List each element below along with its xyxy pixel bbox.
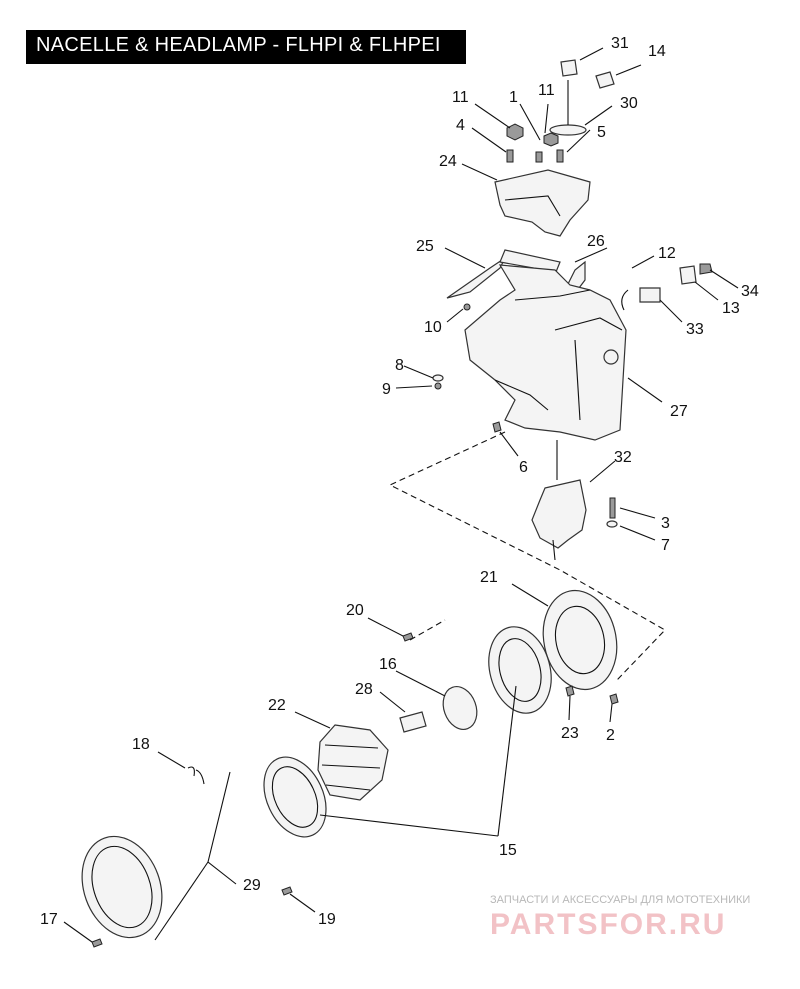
callout-11-left: 11	[452, 89, 469, 106]
part-15-retaining-ring	[263, 756, 327, 838]
callout-26: 26	[587, 233, 605, 250]
part-32-bracket	[531, 479, 587, 549]
callout-20: 20	[346, 602, 364, 619]
part-24-upper-cover	[494, 169, 591, 237]
callout-24: 24	[439, 153, 457, 170]
part-7-washer	[606, 520, 618, 528]
part-21-mounting-ring	[542, 589, 618, 691]
part-12-clip	[621, 289, 629, 311]
callout-31: 31	[611, 35, 629, 52]
callout-12: 12	[658, 245, 676, 262]
part-33-switch	[639, 287, 661, 303]
callout-15: 15	[499, 842, 517, 859]
part-5-screw	[556, 149, 564, 163]
part-17-screw	[91, 938, 103, 948]
callout-4: 4	[456, 117, 465, 134]
diagram-title: NACELLE & HEADLAMP - FLHPI & FLHPEI	[36, 34, 441, 56]
callout-6: 6	[519, 459, 528, 476]
callout-14: 14	[648, 43, 666, 60]
part-11-nut-right	[543, 132, 559, 147]
part-23-screw	[565, 685, 575, 697]
part-34-nut	[699, 263, 713, 275]
part-19-screw	[281, 886, 293, 896]
part-1-screw	[535, 151, 543, 163]
callout-19: 19	[318, 911, 336, 928]
part-31-clip	[560, 59, 578, 77]
part-3-screw	[609, 497, 616, 519]
part-28-bulb	[399, 711, 427, 733]
callout-29: 29	[243, 877, 261, 894]
callout-27: 27	[670, 403, 688, 420]
callout-9: 9	[382, 381, 391, 398]
part-9-nut	[434, 382, 442, 390]
title-bar: NACELLE & HEADLAMP - FLHPI & FLHPEI	[26, 30, 466, 64]
part-27-nacelle	[464, 264, 627, 441]
callout-33: 33	[686, 321, 704, 338]
callout-22: 22	[268, 697, 286, 714]
callout-2: 2	[606, 727, 615, 744]
part-8-washer	[432, 374, 444, 382]
callout-32: 32	[614, 449, 632, 466]
part-14-clip	[595, 71, 615, 89]
watermark-subtitle: ЗАПЧАСТИ И АКСЕССУАРЫ ДЛЯ МОТОТЕХНИКИ	[490, 894, 751, 906]
part-2-screw	[609, 693, 619, 705]
callout-8: 8	[395, 357, 404, 374]
part-16-socket	[442, 686, 478, 730]
part-10-nut	[463, 303, 471, 311]
callout-7: 7	[661, 537, 670, 554]
callout-10: 10	[424, 319, 442, 336]
part-18-clip	[187, 766, 205, 785]
part-6-screw	[492, 421, 502, 433]
callout-17: 17	[40, 911, 58, 928]
watermark-logo: PARTSFOR.RU	[490, 908, 727, 941]
callout-5: 5	[597, 124, 606, 141]
part-4-screw	[506, 149, 514, 163]
callout-23: 23	[561, 725, 579, 742]
callout-28: 28	[355, 681, 373, 698]
callout-13: 13	[722, 300, 740, 317]
callout-30: 30	[620, 95, 638, 112]
callout-11-right: 11	[538, 82, 555, 99]
part-20-screw	[402, 632, 414, 642]
callout-34: 34	[741, 283, 759, 300]
callout-1: 1	[509, 89, 518, 106]
part-30-washer	[549, 124, 587, 136]
callout-18: 18	[132, 736, 150, 753]
callout-3: 3	[661, 515, 670, 532]
callout-21: 21	[480, 569, 498, 586]
part-13-plate	[679, 265, 697, 285]
part-15-bezel-ring-rear	[488, 626, 552, 714]
callout-25: 25	[416, 238, 434, 255]
callout-16: 16	[379, 656, 397, 673]
part-29-trim-ring	[81, 835, 163, 939]
part-11-nut-left	[506, 123, 524, 141]
part-22-headlamp	[317, 724, 389, 801]
